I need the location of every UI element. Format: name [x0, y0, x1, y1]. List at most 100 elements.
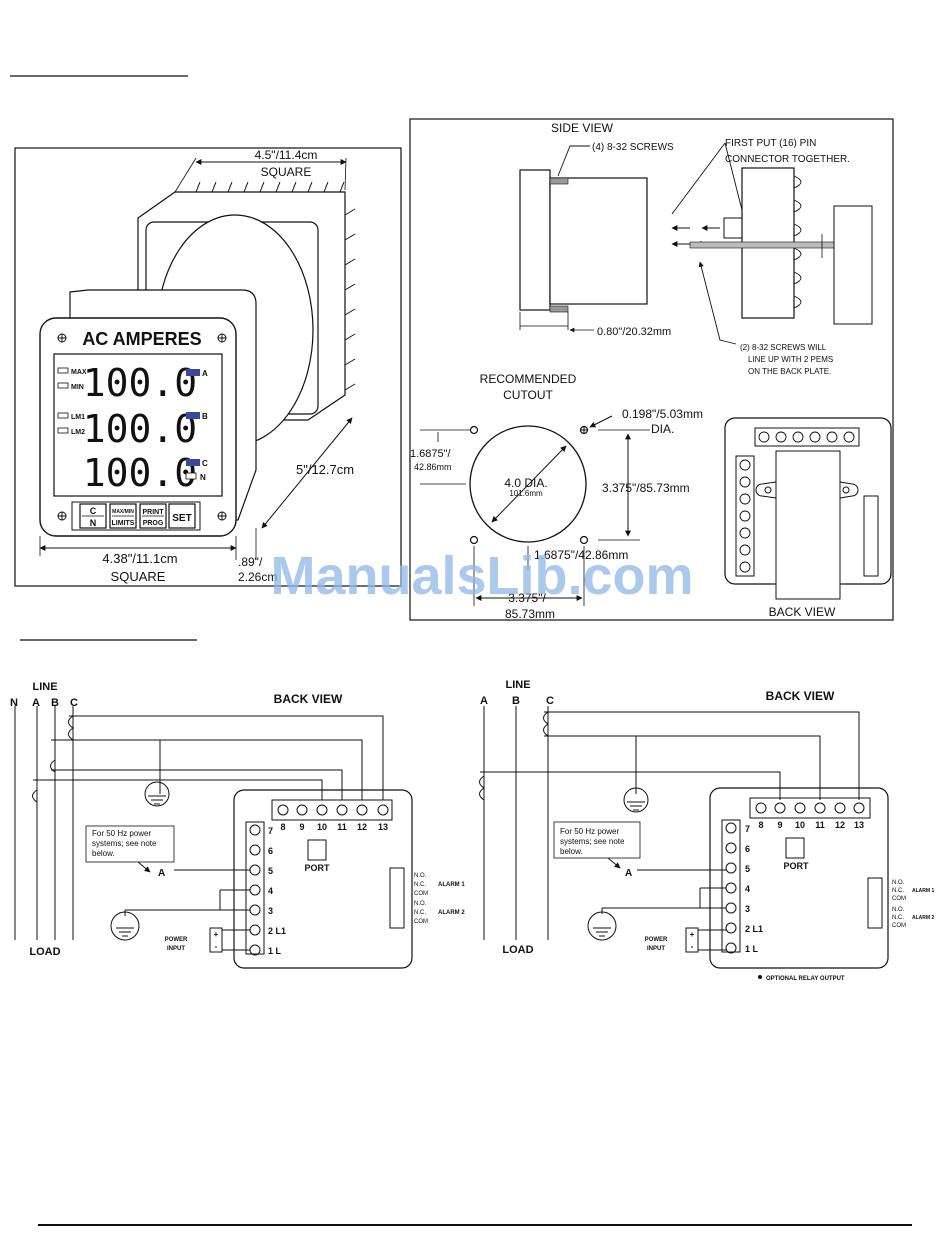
svg-text:7: 7	[745, 824, 750, 834]
pem-note-1: (2) 8-32 SCREWS WILL	[740, 343, 827, 352]
button-set	[168, 503, 196, 529]
dim-bezel-a: .89"/	[238, 555, 263, 569]
svg-text:+: +	[690, 930, 695, 939]
svg-text:1 L: 1 L	[745, 944, 759, 954]
label-max: MAX	[71, 369, 87, 376]
meter-frame	[14, 147, 402, 587]
svg-text:ALARM 1: ALARM 1	[912, 888, 934, 894]
side-thickness: 0.80"/20.32mm	[597, 326, 671, 338]
svg-text:6: 6	[268, 846, 273, 856]
svg-text:B: B	[512, 695, 520, 707]
svg-text:4: 4	[745, 884, 750, 894]
label-min: MIN	[71, 384, 84, 391]
svg-text:ALARM 2: ALARM 2	[438, 910, 465, 916]
pin-label-1: FIRST PUT (16) PIN	[725, 138, 816, 149]
display-window	[53, 353, 223, 497]
dim-front-width: 4.38"/11.1cm	[102, 551, 177, 566]
cutout-bottom-a: 3.375"/	[508, 591, 546, 605]
svg-text:-: -	[215, 942, 218, 951]
svg-text:N.O.: N.O.	[892, 880, 905, 886]
svg-text:LIMITS: LIMITS	[112, 520, 135, 527]
cutout-dia: 4.0 DIA.	[504, 476, 547, 490]
svg-text:N.C.: N.C.	[892, 915, 904, 921]
svg-text:N.O.: N.O.	[892, 907, 905, 913]
label-a: A	[202, 369, 208, 378]
svg-text:A: A	[158, 868, 165, 879]
pem-note-3: ON THE BACK PLATE.	[748, 367, 831, 376]
svg-text:systems; see note: systems; see note	[560, 837, 625, 846]
cutout-left-a: 1.6875"/	[410, 448, 452, 460]
svg-text:PORT: PORT	[304, 863, 330, 873]
svg-text:C: C	[90, 506, 97, 516]
svg-text:N.C.: N.C.	[414, 910, 426, 916]
meter-drawing: AC AMPERES MAX MIN LM1 LM2 100.0 100.0 1…	[14, 147, 402, 587]
svg-text:13: 13	[854, 820, 864, 830]
svg-text:N.C.: N.C.	[414, 882, 426, 888]
cutout-title-2: CUTOUT	[503, 388, 553, 402]
svg-text:below.: below.	[92, 849, 115, 858]
svg-text:LINE: LINE	[505, 679, 530, 691]
wiring-left-text: LINE N A B C LOAD BACK VIEW For 50 Hz po…	[10, 681, 465, 958]
wiring-diagram-4wire	[14, 706, 413, 969]
svg-text:5: 5	[268, 866, 273, 876]
svg-text:2 L1: 2 L1	[745, 924, 763, 934]
cutout-hole: 0.198"/5.03mm	[622, 407, 703, 421]
svg-text:1 L: 1 L	[268, 946, 282, 956]
svg-text:-: -	[691, 942, 694, 951]
svg-text:MAX/MIN: MAX/MIN	[112, 509, 134, 515]
mounting-drawing: SIDE VIEW (4) 8-32 SCREWS 0.80"/20.32mm …	[409, 118, 894, 621]
mounting-frame	[409, 118, 894, 621]
cutout-vertical: 3.375"/85.73mm	[602, 481, 690, 495]
svg-text:LOAD: LOAD	[502, 944, 533, 956]
svg-text:COM: COM	[414, 919, 428, 925]
svg-text:INPUT: INPUT	[167, 946, 185, 952]
svg-text:A: A	[32, 697, 40, 709]
svg-text:PORT: PORT	[783, 861, 809, 871]
svg-text:13: 13	[378, 822, 388, 832]
svg-text:N.O.: N.O.	[414, 873, 427, 879]
svg-text:B: B	[51, 697, 59, 709]
meter-title: AC AMPERES	[82, 329, 201, 349]
svg-text:5: 5	[745, 864, 750, 874]
reading-b: 100.0	[83, 407, 197, 451]
label-lm1: LM1	[71, 414, 85, 421]
svg-text:C: C	[546, 695, 554, 707]
svg-text:6: 6	[745, 844, 750, 854]
svg-text:PRINT: PRINT	[143, 509, 165, 516]
svg-text:N: N	[10, 697, 18, 709]
cutout-bottom-b: 85.73mm	[505, 607, 555, 621]
svg-text:For 50 Hz power: For 50 Hz power	[92, 829, 151, 838]
side-screws-label: (4) 8-32 SCREWS	[592, 142, 674, 153]
cutout-circle	[469, 425, 587, 543]
dim-bezel-b: 2.26cm	[238, 570, 277, 584]
svg-text:10: 10	[317, 822, 327, 832]
svg-text:N.C.: N.C.	[892, 888, 904, 894]
svg-text:9: 9	[777, 820, 782, 830]
dim-top-square: SQUARE	[261, 165, 312, 179]
svg-text:11: 11	[337, 822, 347, 832]
svg-text:9: 9	[299, 822, 304, 832]
svg-text:7: 7	[268, 826, 273, 836]
svg-text:3: 3	[268, 906, 273, 916]
svg-text:POWER: POWER	[165, 937, 188, 943]
svg-text:below.: below.	[560, 847, 583, 856]
heatsink-fins	[195, 181, 356, 391]
pin-label-2: CONNECTOR TOGETHER.	[725, 154, 850, 165]
svg-text:ALARM 2: ALARM 2	[912, 915, 934, 921]
svg-text:12: 12	[357, 822, 367, 832]
cutout-dia-mm: 101.6mm	[509, 489, 543, 498]
dim-top-width: 4.5"/11.4cm	[255, 148, 318, 162]
svg-text:For 50 Hz power: For 50 Hz power	[560, 827, 619, 836]
wiring-right-text: LINE A B C LOAD BACK VIEW For 50 Hz powe…	[480, 679, 934, 982]
pem-note-2: LINE UP WITH 2 PEMS	[748, 355, 833, 364]
optional-relay-note: OPTIONAL RELAY OUTPUT	[766, 976, 845, 982]
svg-text:N.O.: N.O.	[414, 901, 427, 907]
svg-text:10: 10	[795, 820, 805, 830]
back-view-title: BACK VIEW	[274, 692, 343, 706]
svg-text:COM: COM	[892, 896, 906, 902]
svg-text:ALARM 1: ALARM 1	[438, 882, 465, 888]
back-view-label: BACK VIEW	[769, 605, 836, 619]
svg-text:+: +	[214, 930, 219, 939]
svg-text:3: 3	[745, 904, 750, 914]
svg-text:COM: COM	[414, 891, 428, 897]
